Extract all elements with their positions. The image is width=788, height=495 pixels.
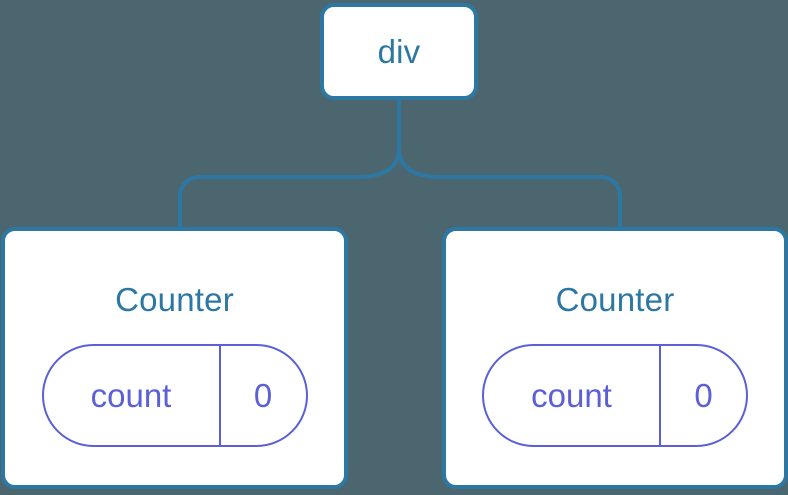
state-key-right: count [531,377,612,414]
state-pill-right[interactable]: count 0 [482,344,748,447]
node-div[interactable]: div [320,3,478,100]
node-counter-right[interactable]: Counter count 0 [442,227,788,489]
connector-branch-left [178,147,401,228]
connector-branch-right [397,147,622,228]
state-value-left: 0 [218,346,306,445]
node-counter-left[interactable]: Counter count 0 [1,227,348,489]
node-div-label: div [377,33,421,70]
node-counter-right-label: Counter [555,281,675,318]
state-value-right: 0 [659,346,746,445]
state-pill-left[interactable]: count 0 [41,344,308,447]
node-counter-left-label: Counter [115,281,234,318]
state-key-left: count [90,377,172,414]
